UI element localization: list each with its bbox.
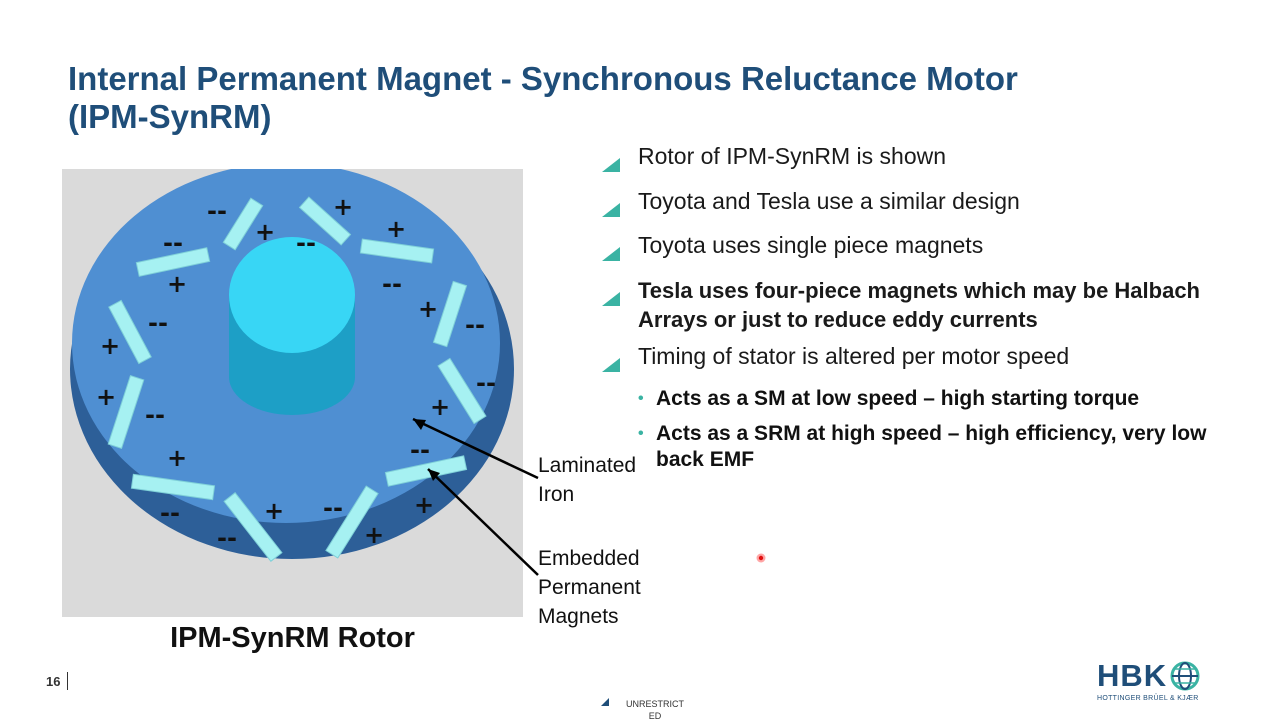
rotor-figure: -- + + -- + -- + -- + -- -- + -- + + -- … xyxy=(62,169,523,617)
title-line-1: Internal Permanent Magnet - Synchronous … xyxy=(68,60,1018,97)
polarity-plus: + xyxy=(255,218,275,246)
slide-title: Internal Permanent Magnet - Synchronous … xyxy=(68,60,1218,136)
logo-subtext: HOTTINGER BRÜEL & KJÆR xyxy=(1097,695,1199,702)
label-iron-line-1: Laminated xyxy=(538,454,637,477)
page-separator xyxy=(67,672,68,690)
polarity-minus: -- xyxy=(465,311,485,339)
sub-bullet-text: Acts as a SM at low speed – high startin… xyxy=(656,387,1140,410)
polarity-minus: -- xyxy=(217,524,237,552)
label-iron-line-2: Iron xyxy=(538,483,575,506)
magnet xyxy=(108,299,152,365)
triangle-bullet-icon xyxy=(602,276,638,314)
bullet-item: Rotor of IPM-SynRM is shown xyxy=(602,142,1242,180)
label-magnets-line-1: Embedded xyxy=(538,547,640,570)
magnet xyxy=(130,473,216,501)
polarity-plus: + xyxy=(430,393,450,421)
magnet xyxy=(135,247,211,277)
polarity-minus: -- xyxy=(410,436,430,464)
arrowhead-iron xyxy=(413,419,426,430)
polarity-plus: + xyxy=(167,270,187,298)
sub-bullet-text: Acts as a SRM at high speed – high effic… xyxy=(656,422,1207,471)
sub-bullet-list: • Acts as a SM at low speed – high start… xyxy=(638,386,1242,473)
magnet xyxy=(223,492,283,562)
bullet-item: Toyota and Tesla use a similar design xyxy=(602,187,1242,225)
classification-label: UNRESTRICT ED xyxy=(618,698,692,722)
bullet-item: Tesla uses four-piece magnets which may … xyxy=(602,276,1242,335)
bullet-text: Toyota uses single piece magnets xyxy=(638,232,984,258)
triangle-bullet-icon xyxy=(602,187,638,225)
magnet xyxy=(359,238,435,264)
polarity-plus: + xyxy=(96,383,116,411)
polarity-plus: + xyxy=(333,193,353,221)
polarity-plus: + xyxy=(418,295,438,323)
sub-bullet-item: • Acts as a SRM at high speed – high eff… xyxy=(638,421,1242,473)
bullet-text: Rotor of IPM-SynRM is shown xyxy=(638,143,947,169)
arrowhead-magnets xyxy=(428,469,440,481)
classification-line-2: ED xyxy=(648,711,662,721)
magnet-group xyxy=(107,196,487,562)
label-magnets-line-2: Permanent xyxy=(538,576,641,599)
bullet-text: Timing of stator is altered per motor sp… xyxy=(638,342,1070,369)
magnet xyxy=(107,374,145,450)
polarity-minus: -- xyxy=(296,229,316,257)
polarity-minus: -- xyxy=(163,229,183,257)
globe-icon xyxy=(1170,661,1200,691)
shaft-top xyxy=(229,237,355,353)
magnet xyxy=(432,280,468,348)
classification-triangle-icon xyxy=(601,698,609,706)
bullet-item: Timing of stator is altered per motor sp… xyxy=(602,342,1242,380)
triangle-bullet-icon xyxy=(602,231,638,269)
label-magnets-line-3: Magnets xyxy=(538,605,619,628)
label-laminated-iron: Laminated Iron xyxy=(538,451,636,509)
label-embedded-magnets: Embedded Permanent Magnets xyxy=(538,544,641,631)
rotor-illustration: -- + + -- + -- + -- + -- -- + -- + + -- … xyxy=(70,169,514,562)
triangle-bullet-icon xyxy=(602,142,638,180)
triangle-bullet-icon xyxy=(602,342,638,380)
bullet-item: Toyota uses single piece magnets xyxy=(602,231,1242,269)
sub-bullet-item: • Acts as a SM at low speed – high start… xyxy=(638,386,1242,412)
polarity-plus: + xyxy=(100,332,120,360)
magnet xyxy=(325,485,379,559)
leader-line-iron xyxy=(412,417,539,480)
figure-caption: IPM-SynRM Rotor xyxy=(170,622,415,654)
leader-line-magnets xyxy=(427,468,539,576)
polarity-minus: -- xyxy=(207,197,227,225)
polarity-plus: + xyxy=(414,491,434,519)
polarity-minus: -- xyxy=(476,369,496,397)
dot-bullet-icon: • xyxy=(638,425,644,442)
polarity-minus: -- xyxy=(382,270,402,298)
logo-text: HBK xyxy=(1097,658,1168,693)
polarity-plus: + xyxy=(167,444,187,472)
polarity-minus: -- xyxy=(145,401,165,429)
polarity-minus: -- xyxy=(323,494,343,522)
bullet-text: Tesla uses four-piece magnets which may … xyxy=(638,277,1200,333)
magnet xyxy=(437,357,487,425)
dot-bullet-icon: • xyxy=(638,390,644,407)
polarity-plus: + xyxy=(264,497,284,525)
title-line-2: (IPM-SynRM) xyxy=(68,98,272,135)
bullet-text: Toyota and Tesla use a similar design xyxy=(638,187,1020,214)
laser-pointer-icon xyxy=(756,553,766,563)
magnet xyxy=(222,197,264,251)
logo-main: HBK xyxy=(1097,658,1217,694)
page-number: 16 xyxy=(46,674,61,689)
polarity-minus: -- xyxy=(160,499,180,527)
polarity-plus: + xyxy=(386,215,406,243)
bullet-list: Rotor of IPM-SynRM is shown Toyota and T… xyxy=(602,142,1242,482)
hbk-logo: HBK HOTTINGER BRÜEL & KJÆR xyxy=(1097,658,1217,702)
classification-line-1: UNRESTRICT xyxy=(626,699,684,709)
magnet xyxy=(298,196,352,246)
magnet xyxy=(384,455,468,487)
polarity-minus: -- xyxy=(148,309,168,337)
polarity-plus: + xyxy=(364,521,384,549)
